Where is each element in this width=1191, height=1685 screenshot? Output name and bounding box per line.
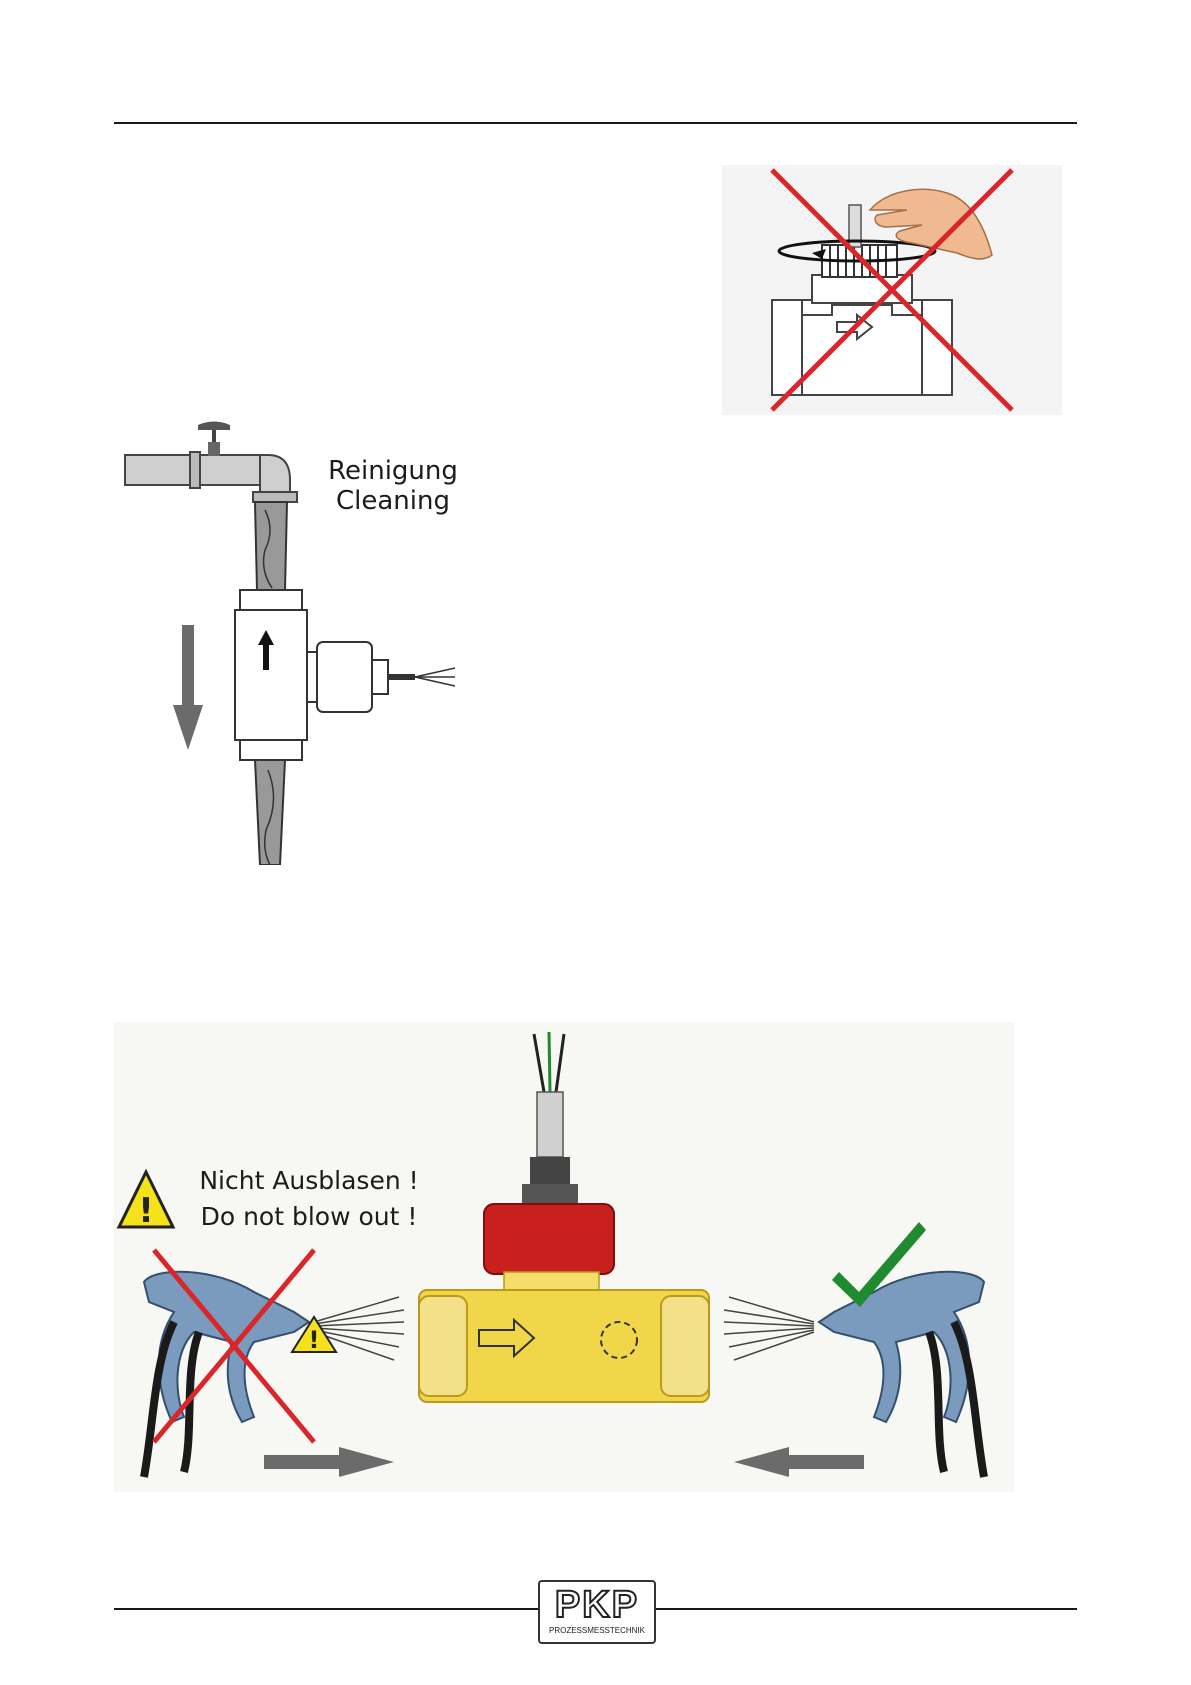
blowout-warning-en: Do not blow out ! bbox=[194, 1202, 424, 1231]
footer-rule-left bbox=[114, 1608, 538, 1610]
svg-text:!: ! bbox=[309, 1326, 320, 1354]
header-rule bbox=[114, 122, 1077, 124]
cleaning-title-de: Reinigung bbox=[318, 456, 468, 486]
pkp-logo-text: PKP bbox=[540, 1584, 654, 1627]
blowout-warning-de: Nicht Ausblasen ! bbox=[194, 1166, 424, 1195]
cleaning-figure: Reinigung Cleaning bbox=[120, 420, 480, 865]
cleaning-title-en: Cleaning bbox=[318, 486, 468, 516]
footer-rule-right bbox=[654, 1608, 1077, 1610]
no-twist-figure bbox=[722, 165, 1062, 415]
pkp-logo-subtext: PROZESSMESSTECHNIK bbox=[540, 1626, 654, 1635]
blowout-figure: ! ! Nicht Ausblasen ! Do not blow out ! bbox=[114, 1022, 1014, 1492]
svg-text:!: ! bbox=[138, 1191, 154, 1231]
pkp-logo: PKP PROZESSMESSTECHNIK bbox=[538, 1580, 656, 1644]
